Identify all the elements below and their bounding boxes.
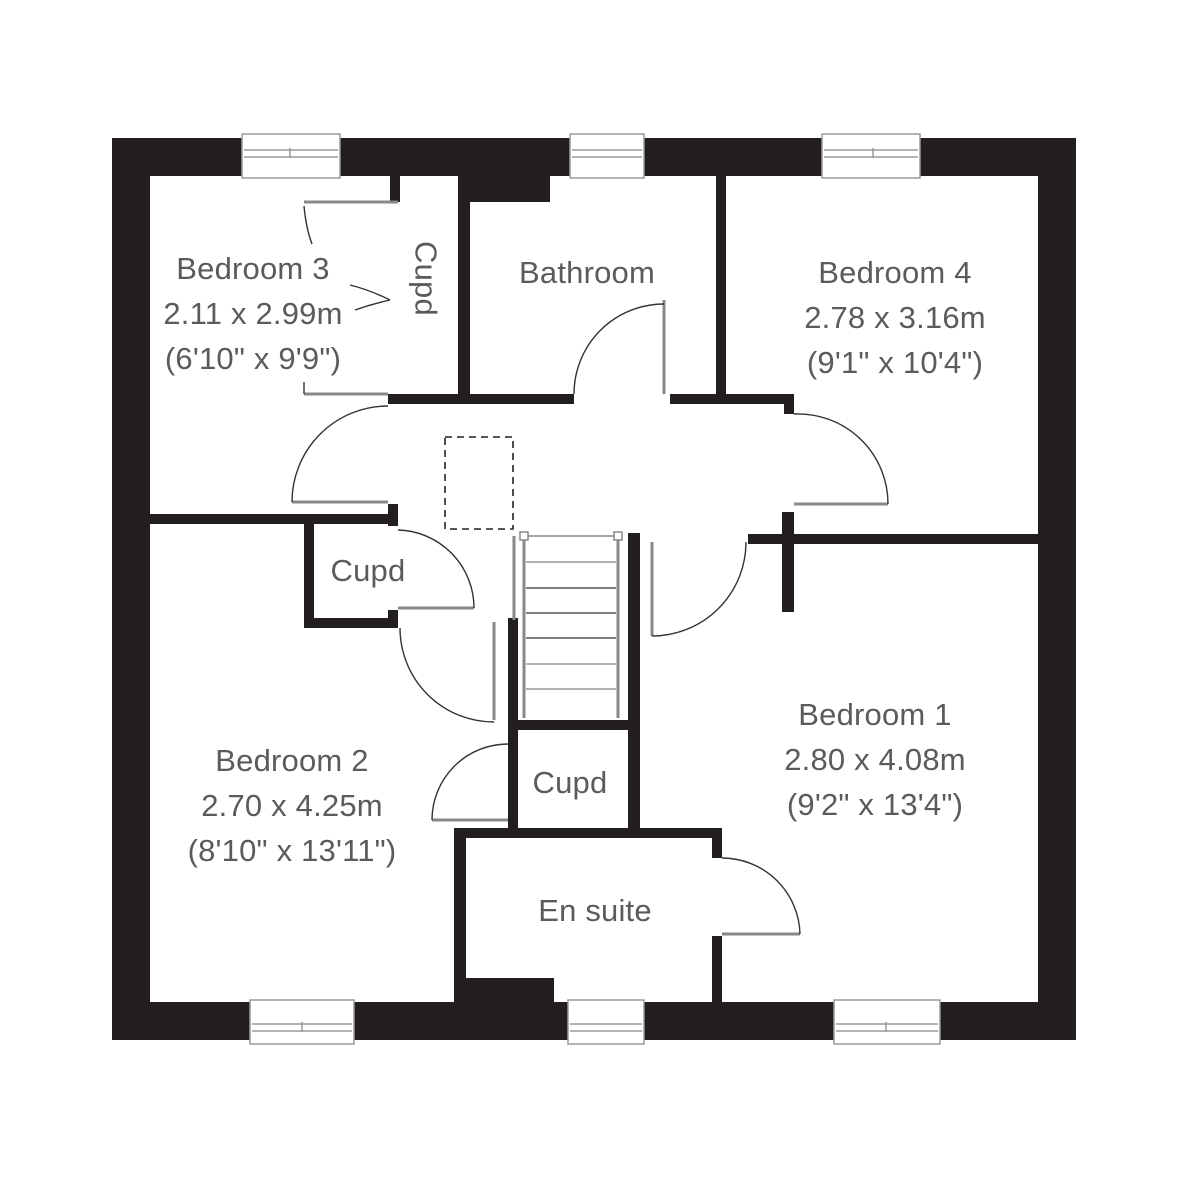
room-label-bedroom-4: Bedroom 4 2.78 x 3.16m (9'1" x 10'4"): [780, 250, 1010, 385]
room-label-cupd-stairs: Cupd: [520, 760, 620, 805]
room-name: Bathroom: [519, 255, 655, 290]
room-name: Cupd: [408, 241, 444, 316]
room-label-bedroom-3: Bedroom 3 2.11 x 2.99m (6'10" x 9'9"): [148, 246, 358, 381]
internal-walls: [150, 176, 1038, 1028]
room-name: Bedroom 2: [215, 743, 369, 778]
room-size-metric: 2.78 x 3.16m: [804, 300, 986, 335]
room-name: En suite: [538, 893, 652, 928]
room-size-metric: 2.11 x 2.99m: [163, 296, 343, 331]
room-name: Bedroom 3: [176, 251, 330, 286]
room-name: Cupd: [532, 765, 608, 800]
room-size-imperial: (9'2" x 13'4"): [786, 787, 964, 822]
room-label-cupd-landing: Cupd: [318, 548, 418, 593]
loft-hatch-icon: [444, 436, 514, 530]
room-name: Bedroom 4: [818, 255, 972, 290]
room-size-imperial: (6'10" x 9'9"): [164, 341, 342, 376]
room-name: Cupd: [330, 553, 406, 588]
room-size-imperial: (8'10" x 13'11"): [187, 833, 397, 868]
room-label-bedroom-1: Bedroom 1 2.80 x 4.08m (9'2" x 13'4"): [760, 692, 990, 827]
room-label-bedroom-2: Bedroom 2 2.70 x 4.25m (8'10" x 13'11"): [172, 738, 412, 873]
room-size-imperial: (9'1" x 10'4"): [806, 345, 984, 380]
room-label-bathroom: Bathroom: [492, 250, 682, 295]
room-label-cupd-bedroom-3: Cupd: [404, 239, 449, 319]
windows: [241, 133, 941, 1045]
room-size-metric: 2.80 x 4.08m: [784, 742, 966, 777]
room-name: Bedroom 1: [798, 697, 952, 732]
room-label-en-suite: En suite: [510, 888, 680, 933]
staircase: [512, 531, 623, 718]
room-size-metric: 2.70 x 4.25m: [201, 788, 383, 823]
doors: [291, 200, 889, 936]
